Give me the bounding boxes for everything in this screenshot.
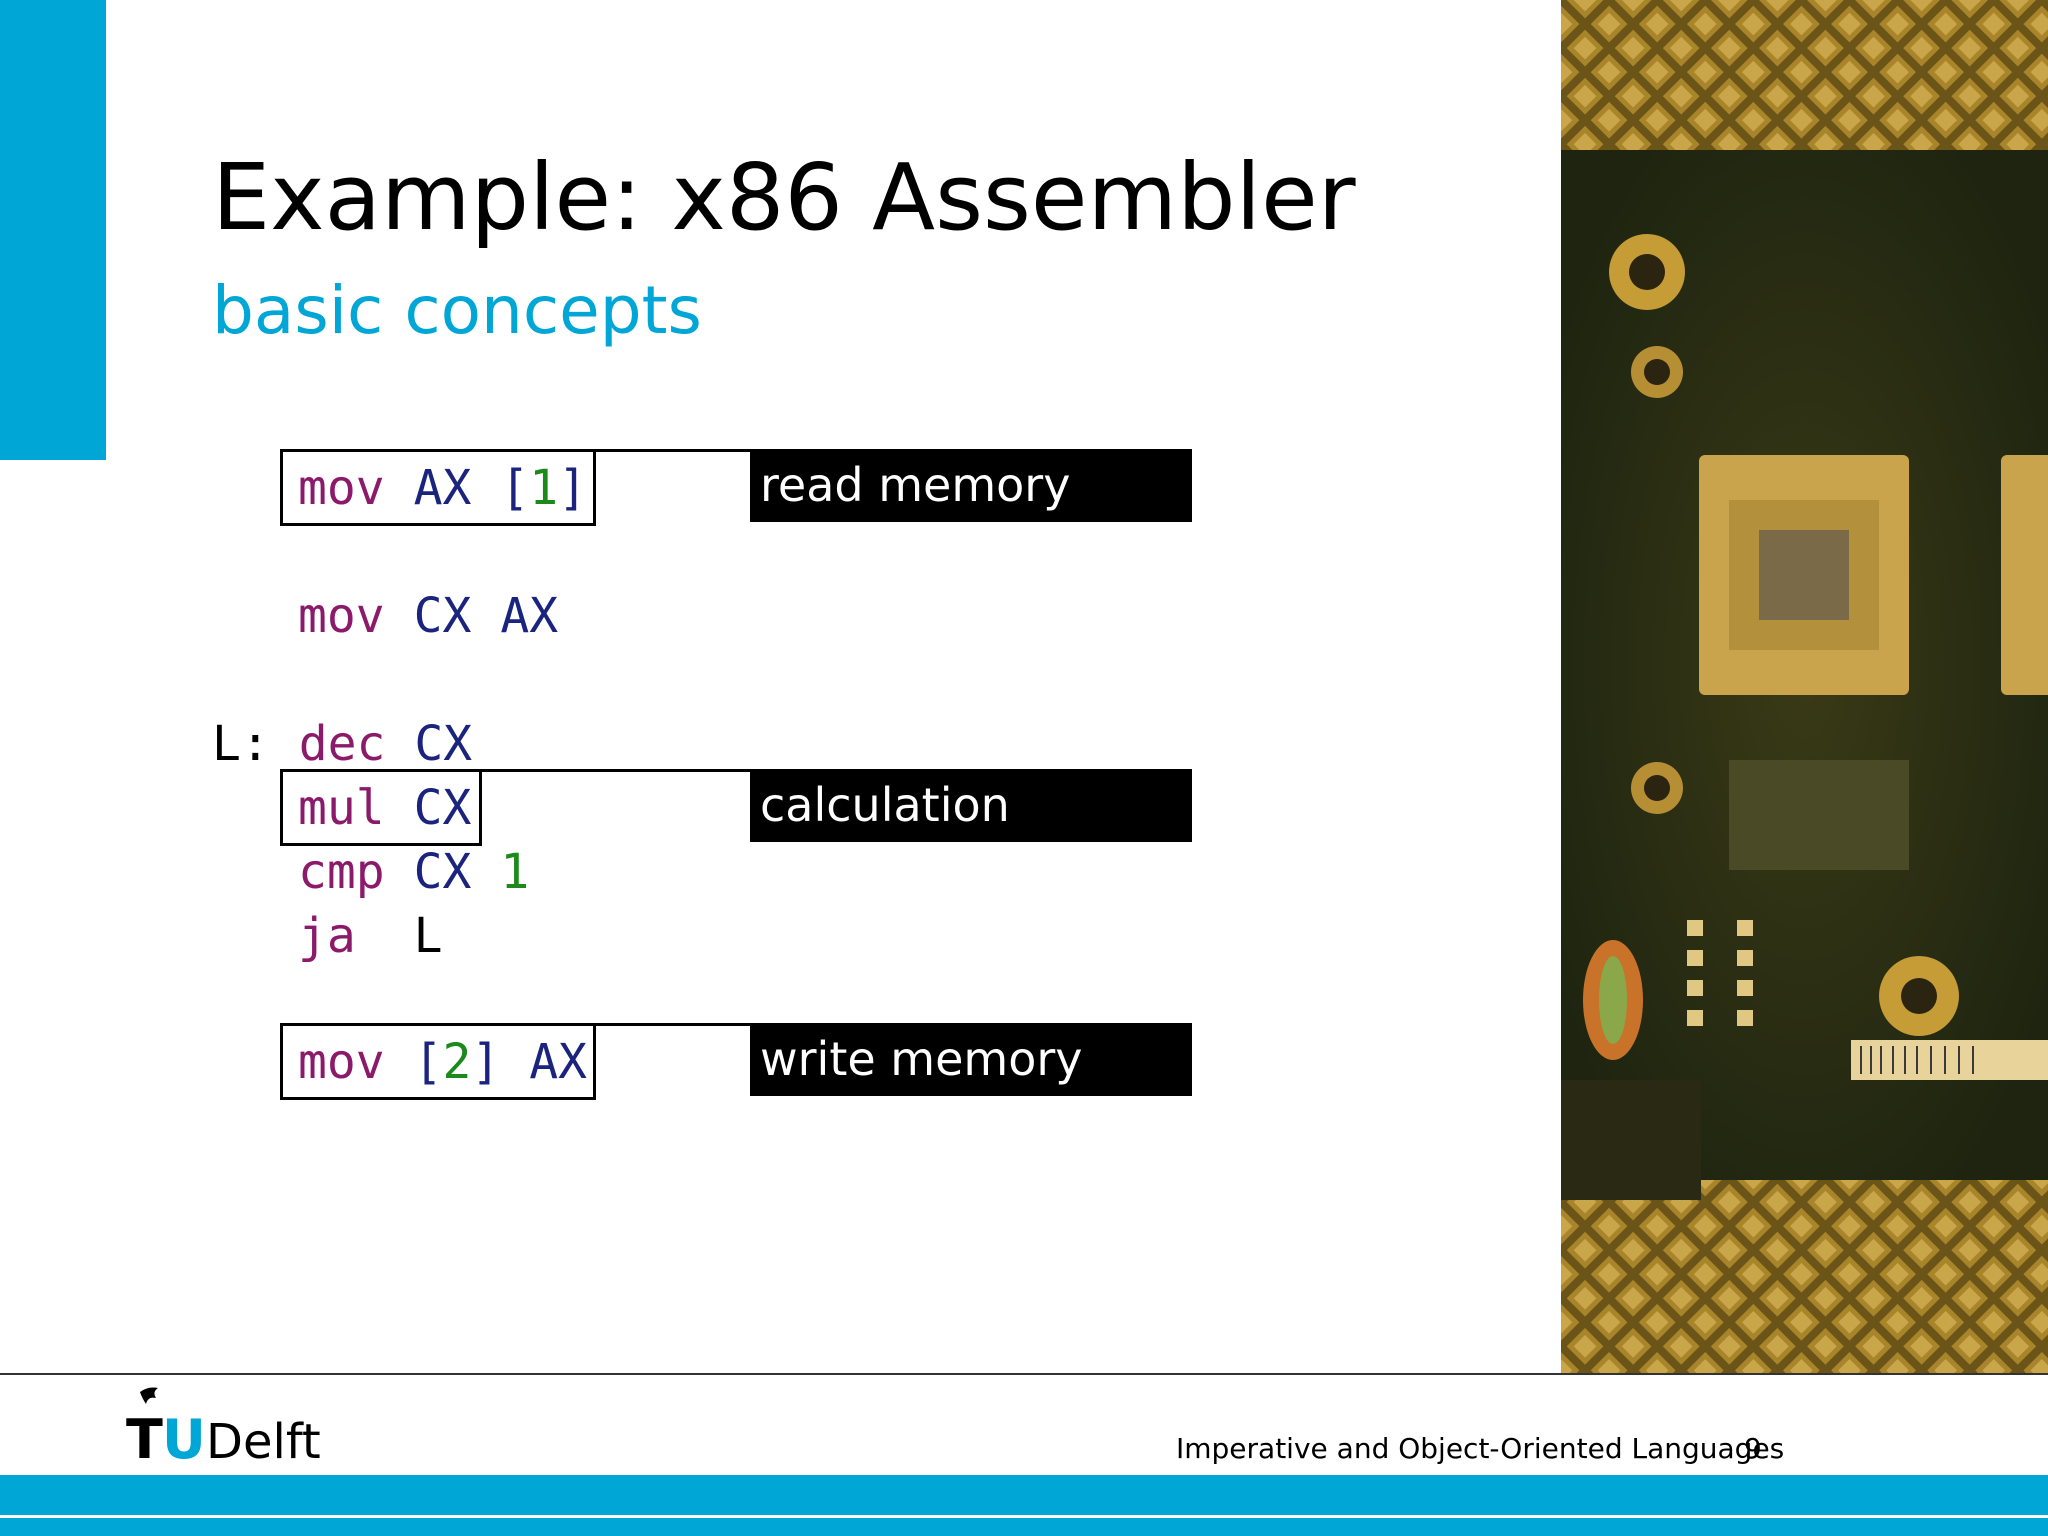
connector-line-read bbox=[594, 449, 750, 452]
code-op: mov bbox=[298, 460, 385, 516]
highlight-box-read bbox=[280, 449, 596, 526]
code-line-7: mov [2] AX bbox=[298, 1038, 587, 1086]
highlight-box-write bbox=[280, 1023, 596, 1100]
page-number: 9 bbox=[1744, 1432, 1762, 1465]
slide-subtitle: basic concepts bbox=[212, 272, 702, 349]
code-number: 1 bbox=[500, 844, 530, 900]
annotation-calculation: calculation bbox=[750, 769, 1192, 842]
course-title: Imperative and Object-Oriented Languages bbox=[1176, 1432, 1785, 1465]
connector-line-calc bbox=[480, 769, 750, 772]
accent-bar bbox=[0, 0, 106, 460]
code-bracket: [ bbox=[500, 460, 530, 516]
svg-text:T: T bbox=[126, 1408, 163, 1464]
code-op: dec bbox=[298, 716, 386, 772]
code-bracket: ] bbox=[558, 460, 588, 516]
code-line-4: mul CX bbox=[298, 784, 471, 832]
code-number: 1 bbox=[529, 460, 559, 516]
connector-line-write bbox=[594, 1023, 750, 1026]
svg-text:U: U bbox=[162, 1408, 206, 1464]
code-register: CX bbox=[414, 716, 473, 772]
code-register: AX bbox=[529, 1034, 588, 1090]
code-line-5: cmp CX 1 bbox=[298, 848, 529, 896]
code-line-1: mov AX [1] bbox=[298, 464, 587, 512]
code-op: mov bbox=[298, 1034, 385, 1090]
code-register: CX bbox=[413, 780, 472, 836]
code-op: mul bbox=[298, 780, 385, 836]
footer-divider bbox=[0, 1373, 2048, 1375]
annotation-read-memory: read memory bbox=[750, 449, 1192, 522]
code-bracket: [ bbox=[413, 1034, 443, 1090]
code-op: mov bbox=[298, 588, 385, 644]
code-bracket: ] bbox=[471, 1034, 501, 1090]
code-label-ref: L bbox=[413, 908, 443, 964]
code-register: AX bbox=[413, 460, 472, 516]
code-op: cmp bbox=[298, 844, 385, 900]
code-register: CX bbox=[413, 844, 472, 900]
svg-text:Delft: Delft bbox=[206, 1414, 321, 1464]
annotation-write-memory: write memory bbox=[750, 1023, 1192, 1096]
footer-band-bottom bbox=[0, 1518, 2048, 1536]
code-op: ja bbox=[298, 908, 356, 964]
highlight-box-calc bbox=[280, 769, 482, 846]
code-register: CX bbox=[413, 588, 472, 644]
code-line-6: ja L bbox=[298, 912, 443, 960]
circuit-board-photo bbox=[1561, 0, 2048, 1374]
code-register: AX bbox=[500, 588, 559, 644]
slide-title: Example: x86 Assembler bbox=[212, 144, 1356, 251]
tudelft-logo: T U Delft bbox=[126, 1384, 336, 1471]
code-label: L: bbox=[212, 716, 270, 772]
code-line-2: mov CX AX bbox=[298, 592, 558, 640]
code-line-3: L: dec CX bbox=[212, 720, 472, 768]
code-number: 2 bbox=[442, 1034, 472, 1090]
footer-band bbox=[0, 1475, 2048, 1515]
